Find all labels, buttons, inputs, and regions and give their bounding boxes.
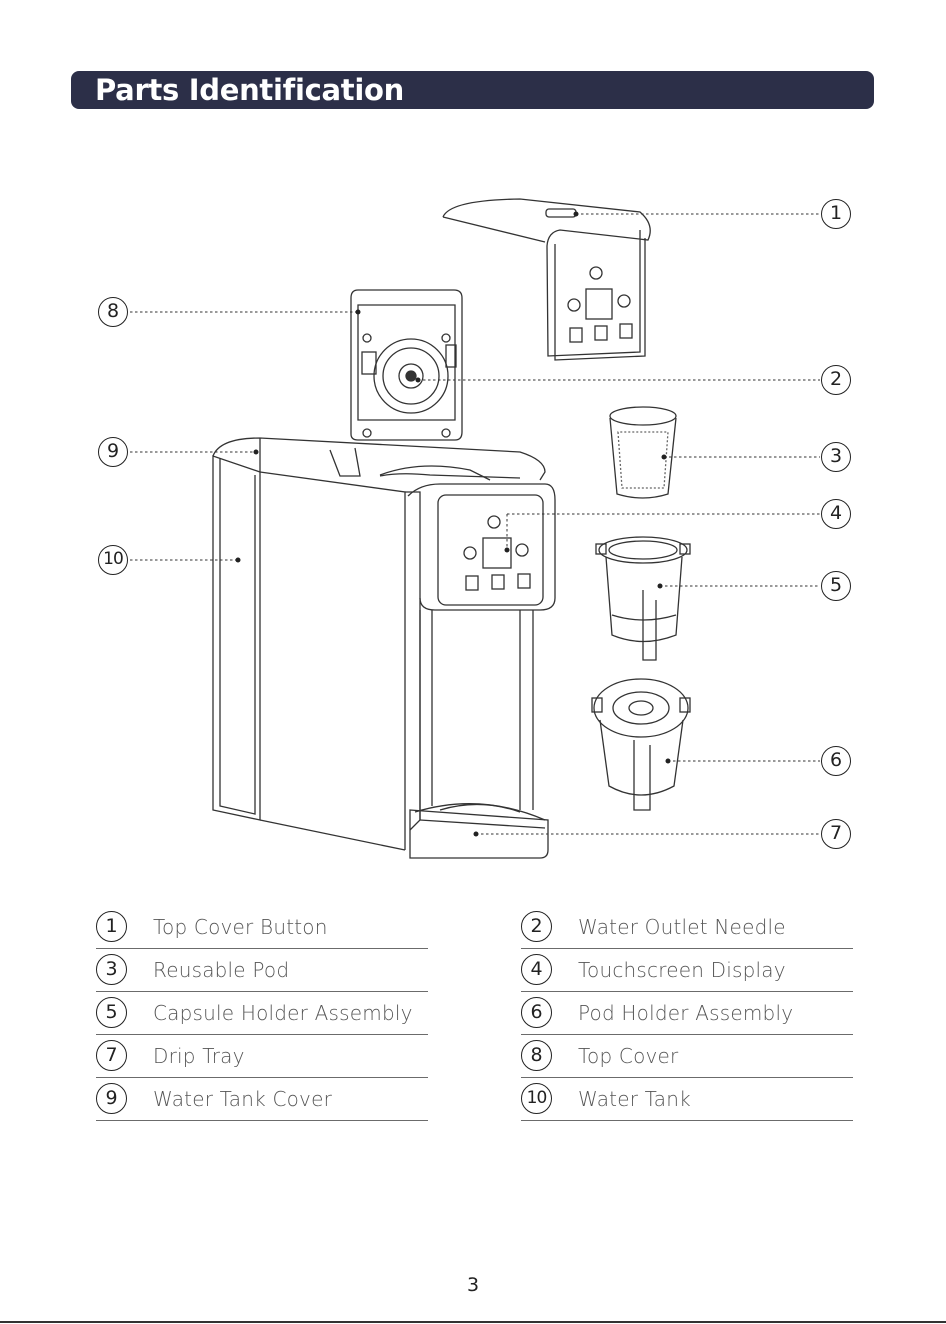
legend-label: Top Cover Button bbox=[153, 915, 328, 939]
top-cover-part-illustration bbox=[443, 199, 650, 360]
bottom-divider bbox=[0, 1321, 946, 1323]
legend-item: 10 Water Tank bbox=[521, 1077, 853, 1121]
machine-body-illustration bbox=[213, 438, 555, 858]
leader-lines bbox=[130, 214, 820, 834]
legend-item: 9 Water Tank Cover bbox=[96, 1077, 428, 1121]
reusable-pod-illustration bbox=[610, 407, 676, 498]
legend-number: 10 bbox=[521, 1083, 552, 1114]
page-title: Parts Identification bbox=[95, 73, 404, 107]
legend-number: 7 bbox=[96, 1040, 127, 1071]
section-title-bar: Parts Identification bbox=[71, 71, 874, 109]
callout-1: 1 bbox=[821, 199, 851, 229]
legend-number: 3 bbox=[96, 954, 127, 985]
callout-8: 8 bbox=[98, 297, 128, 327]
legend-item: 7 Drip Tray bbox=[96, 1034, 428, 1078]
legend-number: 6 bbox=[521, 997, 552, 1028]
legend-item: 2 Water Outlet Needle bbox=[521, 905, 853, 949]
legend-item: 6 Pod Holder Assembly bbox=[521, 991, 853, 1035]
callout-6: 6 bbox=[821, 746, 851, 776]
legend-label: Top Cover bbox=[578, 1044, 678, 1068]
legend-label: Reusable Pod bbox=[153, 958, 289, 982]
legend-item: 3 Reusable Pod bbox=[96, 948, 428, 992]
legend-label: Touchscreen Display bbox=[578, 958, 786, 982]
legend-number: 8 bbox=[521, 1040, 552, 1071]
legend-label: Drip Tray bbox=[153, 1044, 245, 1068]
capsule-holder-illustration bbox=[596, 537, 690, 660]
legend-label: Water Tank bbox=[578, 1087, 691, 1111]
legend-label: Water Outlet Needle bbox=[578, 915, 786, 939]
open-lid-illustration bbox=[351, 290, 462, 440]
parts-diagram: 1 2 3 4 5 6 7 8 9 10 bbox=[0, 120, 946, 880]
legend-item: 4 Touchscreen Display bbox=[521, 948, 853, 992]
legend-label: Capsule Holder Assembly bbox=[153, 1001, 413, 1025]
legend-item: 8 Top Cover bbox=[521, 1034, 853, 1078]
legend-number: 4 bbox=[521, 954, 552, 985]
callout-10: 10 bbox=[98, 545, 128, 575]
page-number: 3 bbox=[0, 1274, 946, 1296]
legend-item: 1 Top Cover Button bbox=[96, 905, 428, 949]
legend-label: Pod Holder Assembly bbox=[578, 1001, 793, 1025]
pod-holder-illustration bbox=[592, 679, 690, 810]
callout-9: 9 bbox=[98, 437, 128, 467]
legend-item: 5 Capsule Holder Assembly bbox=[96, 991, 428, 1035]
legend-number: 9 bbox=[96, 1083, 127, 1114]
legend-label: Water Tank Cover bbox=[153, 1087, 332, 1111]
callout-3: 3 bbox=[821, 442, 851, 472]
callout-5: 5 bbox=[821, 571, 851, 601]
callout-4: 4 bbox=[821, 499, 851, 529]
legend-number: 2 bbox=[521, 911, 552, 942]
machine-illustration bbox=[0, 120, 946, 880]
legend-number: 1 bbox=[96, 911, 127, 942]
legend-number: 5 bbox=[96, 997, 127, 1028]
callout-7: 7 bbox=[821, 819, 851, 849]
callout-2: 2 bbox=[821, 365, 851, 395]
